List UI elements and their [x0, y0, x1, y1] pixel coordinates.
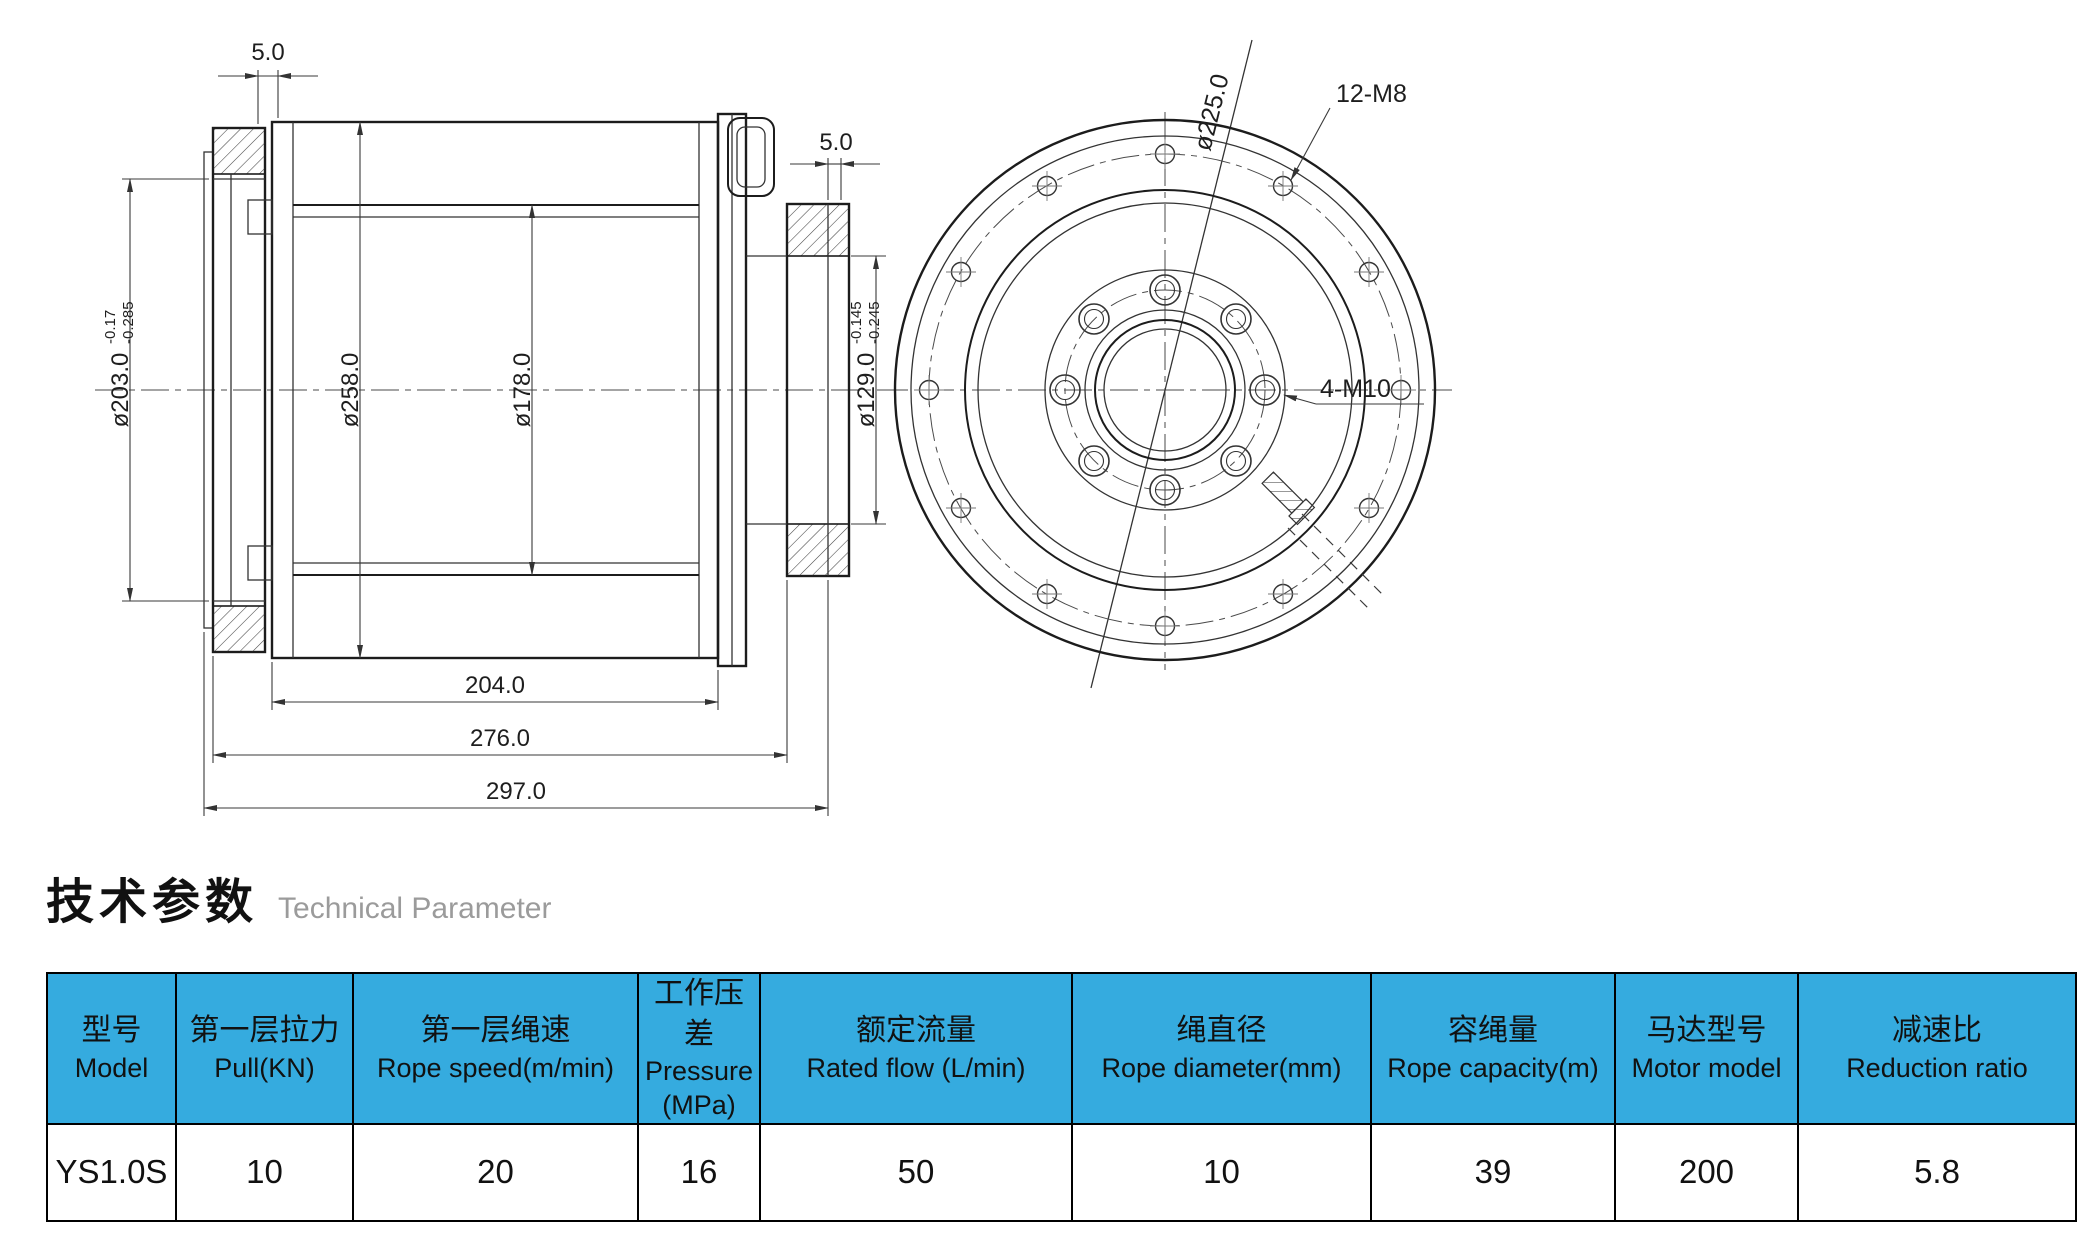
cell-rope-speed: 20: [352, 1122, 639, 1222]
cell-pull: 10: [175, 1122, 354, 1222]
side-view-dimensions: 5.0 5.0 ø203.0 -0.17 -0.285 ø258.0: [102, 39, 886, 816]
dim-129-label: ø129.0 -0.145 -0.245: [848, 301, 883, 427]
dim-258-label: ø258.0: [337, 353, 364, 428]
cell-pressure: 16: [637, 1122, 761, 1222]
col-header-rope-speed: 第一层绳速 Rope speed(m/min): [352, 972, 639, 1125]
cell-motor-model: 200: [1614, 1122, 1799, 1222]
bolt-circle-diagonal: [1090, 39, 1253, 689]
label-4-m10: 4-M10: [1320, 375, 1391, 403]
front-view: ø225.0 12-M8 4-M10: [880, 39, 1452, 689]
col-header-reduction-ratio: 减速比 Reduction ratio: [1797, 972, 2077, 1125]
svg-text:ø203.0: ø203.0: [107, 353, 134, 428]
svg-text:ø178.0: ø178.0: [509, 353, 536, 428]
dim-178-label: ø178.0: [509, 353, 536, 428]
col-header-pull: 第一层拉力 Pull(KN): [175, 972, 354, 1125]
dim-297: 297.0: [486, 778, 546, 805]
svg-text:ø129.0: ø129.0: [853, 353, 880, 428]
svg-text:ø258.0: ø258.0: [337, 353, 364, 428]
technical-drawing: 5.0 5.0 ø203.0 -0.17 -0.285 ø258.0: [95, 39, 1452, 816]
col-header-rope-diameter: 绳直径 Rope diameter(mm): [1071, 972, 1372, 1125]
section-title: 技术参数 Technical Parameter: [46, 862, 551, 932]
svg-text:-0.285: -0.285: [120, 301, 137, 344]
bolt-section-detail: [1261, 471, 1316, 526]
svg-text:-0.145: -0.145: [848, 301, 865, 344]
cell-reduction-ratio: 5.8: [1797, 1122, 2077, 1222]
col-header-model: 型号 Model: [46, 972, 177, 1125]
technical-parameter-table: 型号 Model 第一层拉力 Pull(KN) 第一层绳速 Rope speed…: [46, 972, 2077, 1222]
dim-203-label: ø203.0 -0.17 -0.285: [102, 301, 137, 427]
side-view: [95, 112, 908, 668]
cell-rated-flow: 50: [759, 1122, 1073, 1222]
cell-rope-diameter: 10: [1071, 1122, 1372, 1222]
cell-rope-capacity: 39: [1370, 1122, 1616, 1222]
table-row: YS1.0S 10 20 16 50 10 39 200 5.8: [46, 1122, 2077, 1222]
dim-5-left: 5.0: [251, 39, 284, 66]
label-12-m8: 12-M8: [1336, 80, 1407, 108]
dim-204: 204.0: [465, 672, 525, 699]
section-title-zh: 技术参数: [46, 876, 259, 929]
col-header-rope-capacity: 容绳量 Rope capacity(m): [1370, 972, 1616, 1125]
dim-5-right: 5.0: [819, 129, 852, 156]
dim-276: 276.0: [470, 725, 530, 752]
svg-text:-0.17: -0.17: [102, 310, 119, 344]
dim-225: ø225.0: [1189, 71, 1235, 153]
col-header-rated-flow: 额定流量 Rated flow (L/min): [759, 972, 1073, 1125]
col-header-pressure: 工作压差 Pressure (MPa): [637, 972, 761, 1125]
cell-model: YS1.0S: [46, 1122, 177, 1222]
svg-text:-0.245: -0.245: [866, 301, 883, 344]
table-header-row: 型号 Model 第一层拉力 Pull(KN) 第一层绳速 Rope speed…: [46, 972, 2077, 1125]
section-title-en: Technical Parameter: [278, 892, 552, 925]
col-header-motor-model: 马达型号 Motor model: [1614, 972, 1799, 1125]
